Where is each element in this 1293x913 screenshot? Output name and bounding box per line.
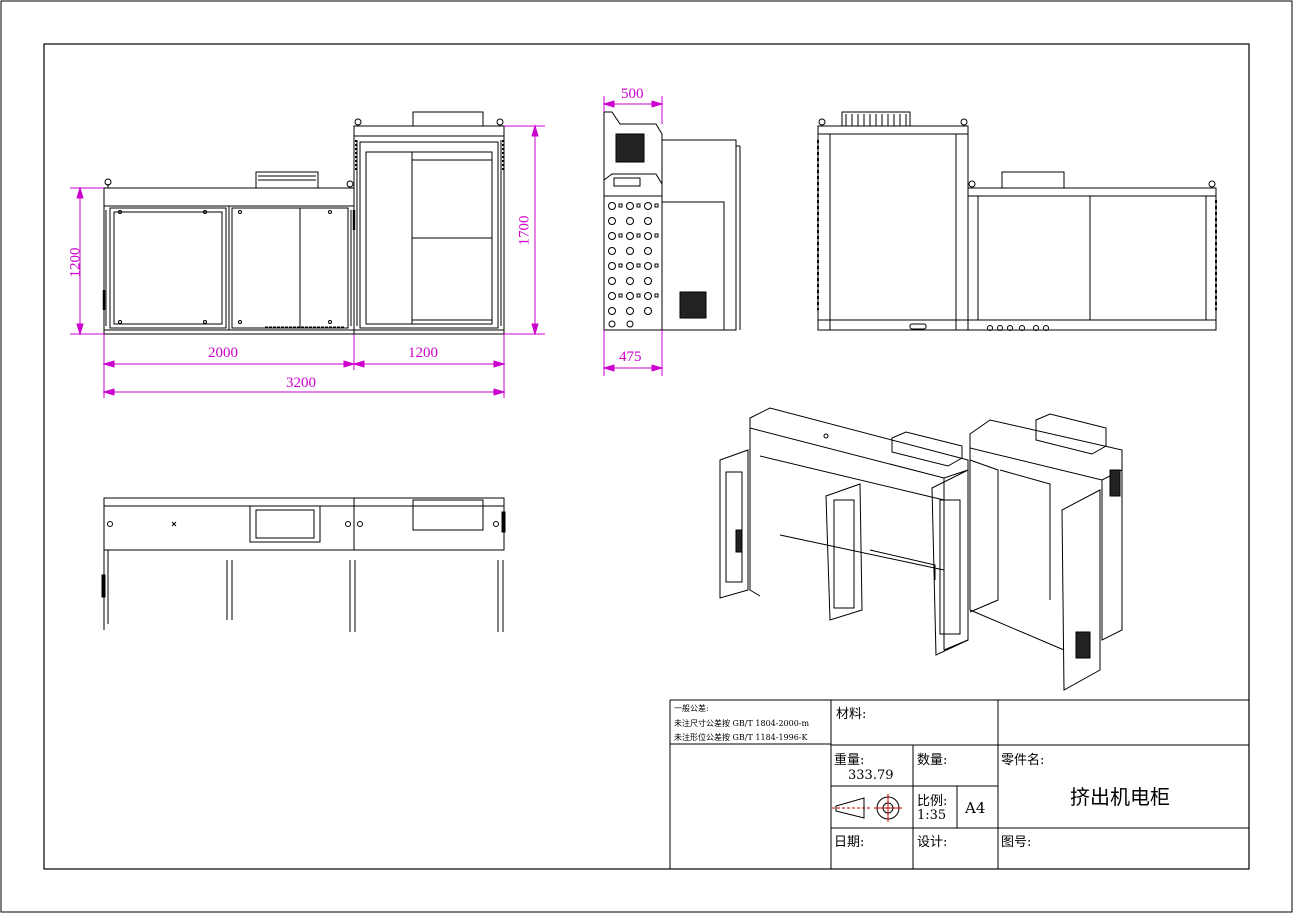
dim-front-total: 3200 bbox=[286, 375, 316, 391]
dim-front-height-right: 1700 bbox=[516, 215, 533, 246]
dim-side-top: 500 bbox=[621, 86, 644, 102]
weight-label: 重量: bbox=[834, 753, 865, 768]
scale-label: 比例: bbox=[917, 794, 948, 809]
date-label: 日期: bbox=[834, 835, 865, 850]
drawing-no-label: 图号: bbox=[1001, 835, 1032, 850]
dim-side-bottom: 475 bbox=[619, 349, 642, 365]
side-view bbox=[603, 111, 741, 331]
quantity-label: 数量: bbox=[917, 753, 948, 768]
paper-size: A4 bbox=[965, 799, 986, 817]
dim-front-width-a: 2000 bbox=[208, 345, 238, 361]
dim-front-height-left: 1200 bbox=[67, 247, 84, 278]
sheet-inner-border bbox=[43, 43, 1250, 870]
dim-front-width-b: 1200 bbox=[408, 345, 438, 361]
isometric-view bbox=[719, 407, 1123, 691]
design-label: 设计: bbox=[917, 835, 948, 850]
front-view bbox=[102, 111, 505, 335]
tolerance-line2: 未注形位公差按 GB/T 1184-1996-K bbox=[674, 733, 808, 742]
weight-value: 333.79 bbox=[848, 768, 894, 783]
side-view-dimensions bbox=[602, 96, 664, 376]
material-label: 材料: bbox=[836, 707, 867, 722]
part-name-label: 零件名: bbox=[1001, 753, 1045, 768]
hole-grid bbox=[608, 202, 659, 328]
title-block bbox=[669, 699, 1249, 869]
part-name: 挤出机电柜 bbox=[1070, 785, 1170, 809]
front-view-dimensions bbox=[70, 124, 545, 398]
scale-value: 1:35 bbox=[917, 808, 947, 823]
tolerance-line1: 未注尺寸公差按 GB/T 1804-2000-m bbox=[674, 719, 810, 728]
tolerance-header: 一般公差: bbox=[674, 704, 709, 713]
top-view bbox=[101, 497, 506, 632]
rear-view bbox=[817, 111, 1217, 331]
